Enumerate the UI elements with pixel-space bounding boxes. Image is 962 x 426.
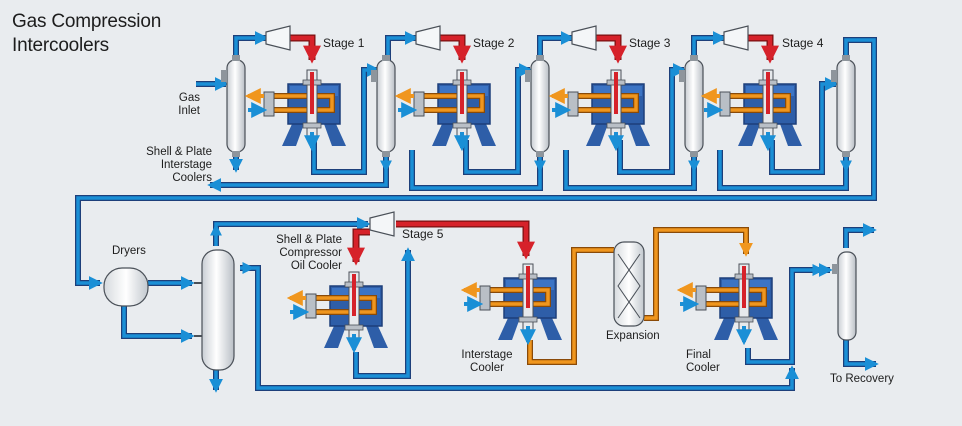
hot-discharge-lines bbox=[290, 34, 779, 266]
final-cooler-unit bbox=[676, 263, 778, 346]
upper-gas-piping bbox=[75, 31, 877, 290]
to-recovery-label: To Recovery bbox=[830, 373, 894, 385]
stage-4-cooler-unit bbox=[700, 69, 802, 152]
stage3-compressor bbox=[571, 25, 597, 51]
stage-1-label: Stage 1 bbox=[323, 36, 365, 50]
stage-1-cooler-unit bbox=[244, 69, 346, 152]
stage4-compressor bbox=[723, 25, 749, 51]
interstage-cooler-1 bbox=[221, 55, 246, 157]
stage2-compressor bbox=[415, 25, 441, 51]
title-line-1: Gas Compression bbox=[12, 11, 162, 32]
stage1-compressor bbox=[265, 25, 291, 51]
recovery-separator bbox=[832, 251, 857, 341]
compressors bbox=[265, 25, 749, 237]
lower-gas-piping bbox=[121, 217, 879, 393]
diagram-title: Gas Compression Intercoolers bbox=[12, 10, 161, 58]
oil-cooler-label: Shell & Plate Compressor Oil Cooler bbox=[276, 234, 342, 272]
interstage-cooler-5 bbox=[831, 55, 856, 157]
horizontal-dryer bbox=[103, 267, 149, 307]
final-cooler-label: Final Cooler bbox=[686, 349, 720, 374]
expansion-label: Expansion bbox=[606, 330, 660, 342]
oil-expansion-lines bbox=[527, 227, 753, 365]
stage-3-cooler-unit bbox=[548, 69, 650, 152]
shell-plate-interstage-label: Shell & Plate Interstage Coolers bbox=[146, 146, 212, 184]
stage-2-label: Stage 2 bbox=[473, 36, 515, 50]
stage-4-label: Stage 4 bbox=[782, 36, 824, 50]
dryer-vessels bbox=[103, 249, 235, 371]
interstage-cooler-4 bbox=[679, 55, 704, 157]
title-line-2: Intercoolers bbox=[12, 35, 109, 56]
dryers-label: Dryers bbox=[112, 245, 146, 257]
expansion-vessel bbox=[613, 241, 645, 327]
stage-2-cooler-unit bbox=[394, 69, 496, 152]
plate-cooler-units bbox=[244, 69, 802, 354]
oil-cooler-unit bbox=[286, 271, 388, 354]
interstage-cooler-unit bbox=[460, 263, 562, 346]
stage5-compressor bbox=[369, 211, 395, 237]
stage-5-label: Stage 5 bbox=[402, 227, 444, 241]
interstage-cooler-2 bbox=[371, 55, 396, 157]
interstage-cooler-3 bbox=[525, 55, 550, 157]
gas-inlet-label: Gas Inlet bbox=[178, 92, 200, 117]
vertical-dryer bbox=[201, 249, 235, 371]
interstage-coolers bbox=[221, 55, 856, 157]
stage-3-label: Stage 3 bbox=[629, 36, 671, 50]
interstage-cooler-label: Interstage Cooler bbox=[461, 349, 513, 374]
